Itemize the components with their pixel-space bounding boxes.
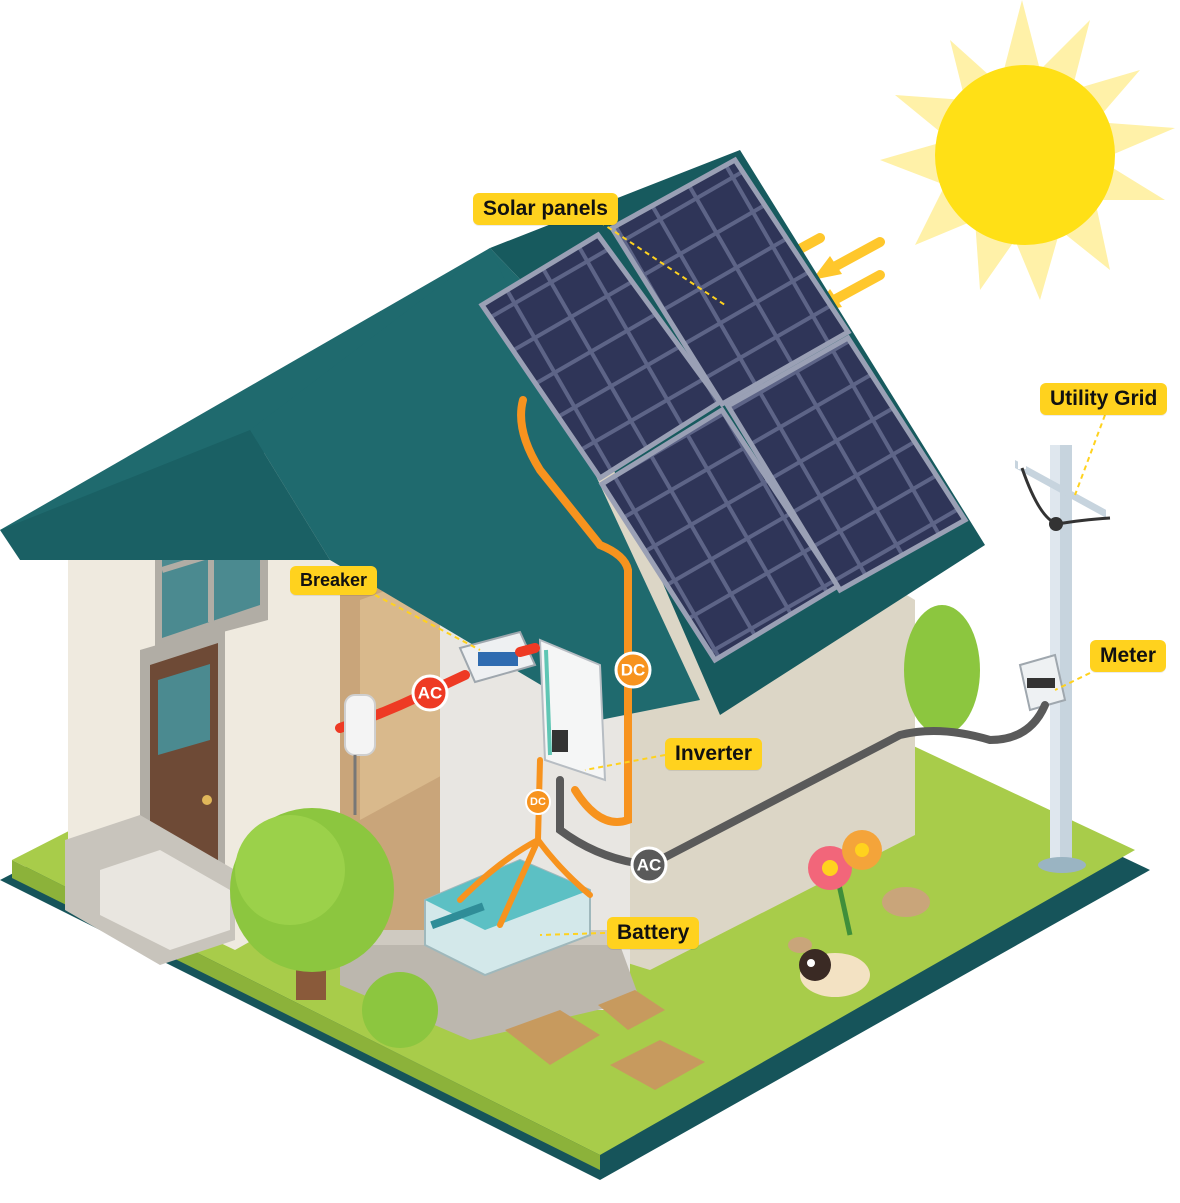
solar-panel-2 [608, 156, 852, 408]
ac-wire-grid [556, 701, 1049, 870]
leader-lines [374, 221, 1106, 936]
front-steps [65, 815, 235, 965]
breaker-label: Breaker [290, 566, 378, 595]
dc-panels-tag: DC [614, 651, 652, 689]
svg-text:DC: DC [530, 796, 546, 808]
svg-text:AC: AC [418, 684, 443, 703]
dog-icon [799, 949, 870, 997]
inverter-label: Inverter [665, 738, 763, 770]
flowers [808, 830, 882, 936]
bush [362, 972, 438, 1048]
solar-panels-label: Solar panels [473, 193, 618, 225]
sun-icon [880, 0, 1175, 300]
tree-right [904, 605, 980, 735]
outdoor-fixture [344, 694, 376, 815]
stepping-stones [505, 990, 705, 1090]
rocks [788, 887, 930, 953]
svg-text:AC: AC [637, 856, 662, 875]
dc-battery-tag: DC [525, 789, 551, 815]
ac-breaker-tag: AC [411, 674, 449, 712]
breaker-box [458, 630, 537, 684]
solar-panel-4 [724, 334, 969, 594]
front-door [140, 625, 225, 880]
dc-wire-battery [457, 757, 593, 928]
inverter-unit [538, 638, 607, 782]
ac-grid-tag: AC [630, 846, 668, 884]
solar-panel-array [478, 156, 969, 664]
meter-box [1018, 653, 1067, 712]
battery-label: Battery [607, 917, 700, 949]
battery-bank [424, 858, 591, 977]
svg-text:DC: DC [621, 661, 646, 680]
tree-left [230, 808, 394, 1000]
meter-label: Meter [1090, 640, 1167, 672]
dc-wire-panels [517, 396, 632, 826]
utility-grid-label: Utility Grid [1040, 383, 1168, 415]
